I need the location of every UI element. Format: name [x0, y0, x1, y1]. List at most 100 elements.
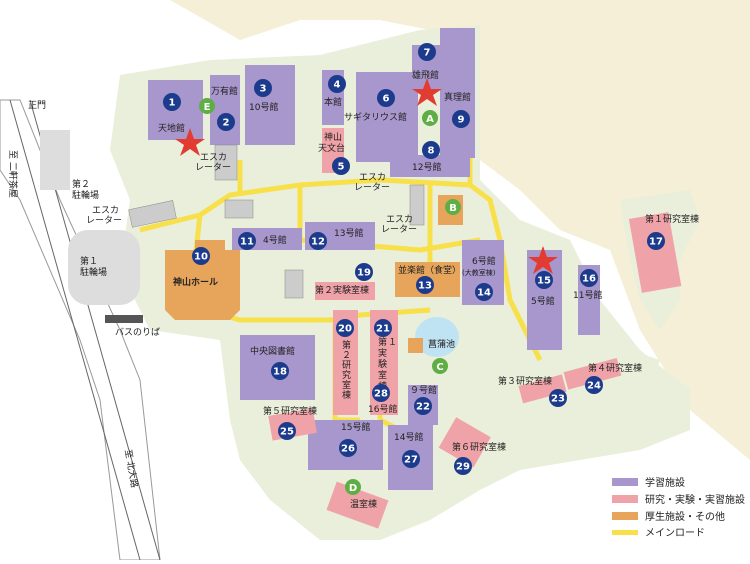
marker-5: 5: [332, 157, 350, 175]
building-lab3: [518, 374, 567, 404]
marker-20: 20: [336, 319, 354, 337]
label-exp1-1: 第: [378, 336, 387, 348]
marker-number: 1: [169, 98, 176, 109]
label-honkan: 本館: [324, 96, 342, 108]
parking-1: [68, 230, 140, 305]
building-greenhouse: [326, 481, 389, 529]
marker-circle: [452, 110, 470, 128]
marker-circle: [309, 232, 327, 250]
building-lab4: [563, 358, 622, 390]
label-heirakukan: 並楽館（食堂）: [398, 264, 461, 276]
escalators: [128, 144, 425, 299]
label-b9: ９号館: [410, 384, 437, 396]
label-shinrikan: 真理館: [444, 91, 471, 103]
label-lab2-vertical: 第 ２ 研 究 室 棟: [342, 339, 351, 401]
marker-circle: [414, 397, 432, 415]
marker-10: 10: [192, 247, 210, 265]
letter-a: A: [426, 114, 434, 125]
star-tenchikan: [175, 128, 205, 156]
marker-circle: [271, 362, 289, 380]
marker-number: 7: [424, 48, 431, 59]
label-lab2-4: 究: [342, 369, 351, 381]
building-banyukan: [210, 75, 240, 145]
marker-21: 21: [374, 319, 392, 337]
label-esc3b: レーター: [381, 224, 417, 235]
building-lab6: [438, 417, 491, 468]
legend-swatch-road: [612, 530, 638, 535]
label-b5: 5号館: [531, 295, 555, 307]
marker-circle: [278, 422, 296, 440]
marker-18: 18: [271, 362, 289, 380]
label-lab2-3: 研: [342, 360, 351, 371]
marker-9: 9: [452, 110, 470, 128]
marker-number: 9: [458, 115, 465, 126]
marker-22: 22: [414, 397, 432, 415]
marker-24: 24: [585, 376, 603, 394]
star-yuhikan: [412, 78, 442, 106]
marker-number: 8: [428, 146, 435, 157]
marker-number: 22: [416, 402, 430, 413]
marker-circle: [422, 141, 440, 159]
letter-b: B: [449, 203, 457, 214]
label-esc4a: エスカ: [92, 205, 119, 216]
building-12: [390, 155, 470, 177]
building-10: [245, 65, 295, 145]
label-exp1-2: １: [388, 338, 397, 348]
marker-circle: [377, 89, 395, 107]
marker-circle: [416, 276, 434, 294]
legend-swatch-research: [612, 495, 638, 503]
legend-welfare: 厚生施設・その他: [645, 510, 725, 523]
label-sagittarius: サギタリウス館: [344, 111, 407, 123]
legend-road: メインロード: [645, 528, 705, 539]
marker-circle: [475, 283, 493, 301]
letter-d: D: [349, 483, 357, 494]
label-b4: 4号館: [263, 234, 287, 246]
label-lab5: 第５研究室棟: [263, 405, 317, 417]
label-gate: 正門: [28, 100, 46, 111]
label-lab1: 第１研究室棟: [645, 213, 699, 225]
letter-e: E: [204, 102, 211, 113]
marker-circle: [374, 319, 392, 337]
marker-11: 11: [238, 232, 256, 250]
marker-number: 14: [477, 288, 491, 299]
label-esc4b: レーター: [86, 215, 122, 226]
marker-27: 27: [402, 450, 420, 468]
hill-area: [170, 0, 750, 460]
marker-number: 23: [551, 394, 565, 405]
marker-29: 29: [454, 457, 472, 475]
legend-swatch-academic: [612, 478, 638, 486]
marker-circle: [454, 457, 472, 475]
label-lab4: 第４研究室棟: [588, 362, 642, 374]
label-b16: 16号館: [368, 403, 397, 415]
marker-number: 12: [311, 237, 325, 248]
marker-number: 2: [223, 118, 230, 129]
east-ground-2: [510, 340, 660, 440]
marker-circle: [332, 157, 350, 175]
label-exp1-4: 験: [378, 358, 387, 370]
label-b13: 13号館: [334, 227, 363, 239]
label-b10: 10号館: [249, 101, 278, 113]
label-esc1b: レーター: [195, 162, 231, 173]
marker-circle: [163, 93, 181, 111]
marker-number: 11: [240, 237, 254, 248]
label-b12: 12号館: [412, 161, 441, 173]
legend: 学習施設 研究・実験・実習施設 厚生施設・その他 メインロード: [612, 476, 745, 539]
label-road-west: 至 二軒茶屋: [7, 150, 19, 198]
marker-number: 28: [374, 389, 388, 400]
label-parking1b: 駐輪場: [80, 266, 107, 278]
marker-circle: [336, 319, 354, 337]
marker-12: 12: [309, 232, 327, 250]
marker-number: 4: [334, 80, 341, 91]
label-esc3a: エスカ: [386, 214, 413, 225]
building-c-annex: [408, 338, 423, 353]
label-library: 中央図書館: [250, 345, 295, 357]
marker-number: 26: [341, 444, 355, 455]
marker-circle: [372, 384, 390, 402]
road-line-1: [9, 99, 141, 561]
pond: [415, 317, 459, 357]
label-parking2b: 駐輪場: [72, 189, 99, 201]
marker-2: 2: [217, 113, 235, 131]
label-esc2a: エスカ: [359, 172, 386, 183]
